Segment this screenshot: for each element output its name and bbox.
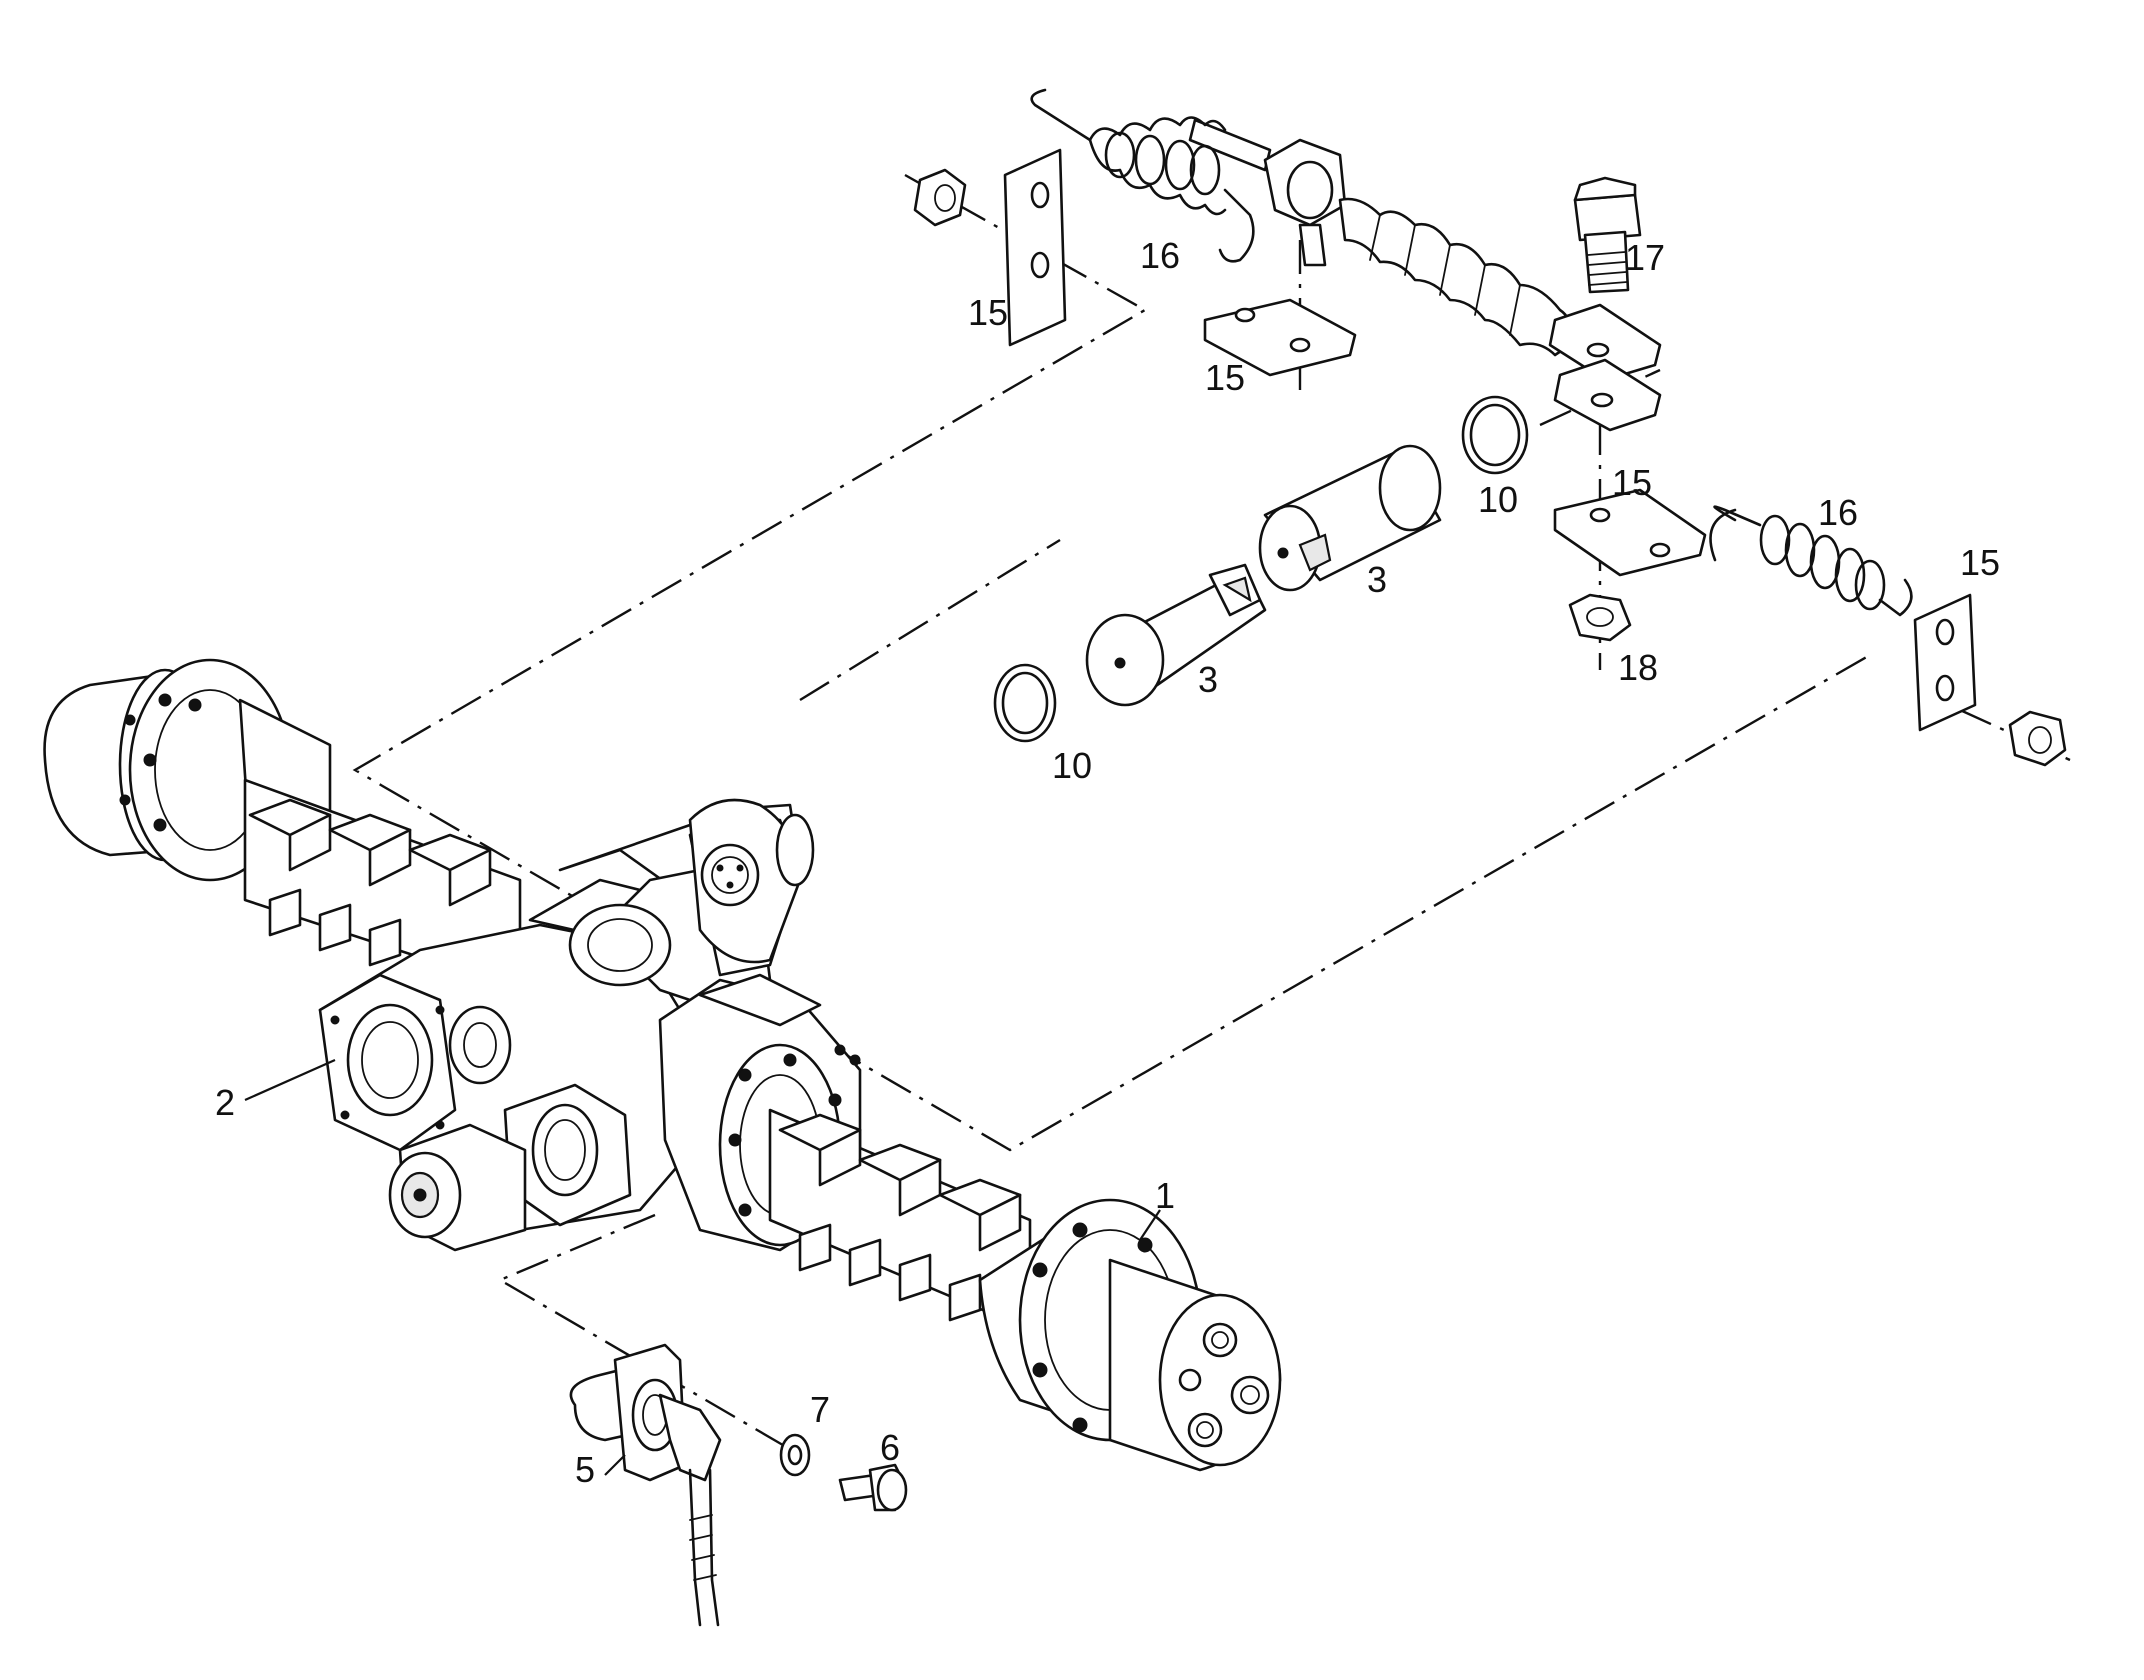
plate-15-top-left [1003,148,1067,347]
callout-labels: 1 2 3 3 5 6 7 10 10 15 15 15 15 16 16 17… [215,235,2000,1490]
callout-5: 5 [575,1449,595,1490]
pivot-pin-left [1085,563,1267,707]
callout-1: 1 [1155,1175,1175,1216]
right-axle-tube [768,1108,1032,1332]
callout-15-top-center: 15 [1205,357,1245,398]
seal-ring-right [1461,395,1529,475]
bolt-sensor [838,1463,908,1512]
clevis [1548,303,1662,432]
pivot-pin-right [1258,444,1442,592]
rod-end-linkage [1188,118,1347,267]
callout-15-far-right: 15 [1960,542,2000,583]
left-axle-tube [243,778,522,992]
washer [779,1433,811,1477]
callout-3-right: 3 [1367,559,1387,600]
callout-18: 18 [1618,647,1658,688]
bolt-17 [1573,176,1642,294]
spring-16-top [1030,88,1255,263]
callout-10-left: 10 [1052,745,1092,786]
nut-far-right [2008,710,2067,767]
callout-3-left: 3 [1198,659,1218,700]
callout-6: 6 [880,1427,900,1468]
speed-sensor [569,1343,722,1627]
right-wheel-hub [978,1198,1282,1472]
callout-10-right: 10 [1478,479,1518,520]
nut-top-left [913,168,967,227]
plate-15-far-right [1913,593,1977,732]
plate-15-top-center [1203,298,1357,377]
callout-15-mid-right: 15 [1612,462,1652,503]
pivot-trunnion [558,798,815,1012]
nut-18 [1568,593,1632,642]
axle-assembly [43,658,1282,1472]
seal-ring-left [993,663,1057,743]
callout-16-right: 16 [1818,492,1858,533]
callout-2: 2 [215,1082,235,1123]
callout-15-top-left: 15 [968,292,1008,333]
leader-lines [244,1058,1161,1476]
callout-17: 17 [1625,237,1665,278]
callout-7: 7 [810,1389,830,1430]
plate-15-mid-right [1553,488,1707,577]
rubber-boot [1338,197,1573,357]
callout-16-top: 16 [1140,235,1180,276]
spring-16-right [1709,505,1913,617]
